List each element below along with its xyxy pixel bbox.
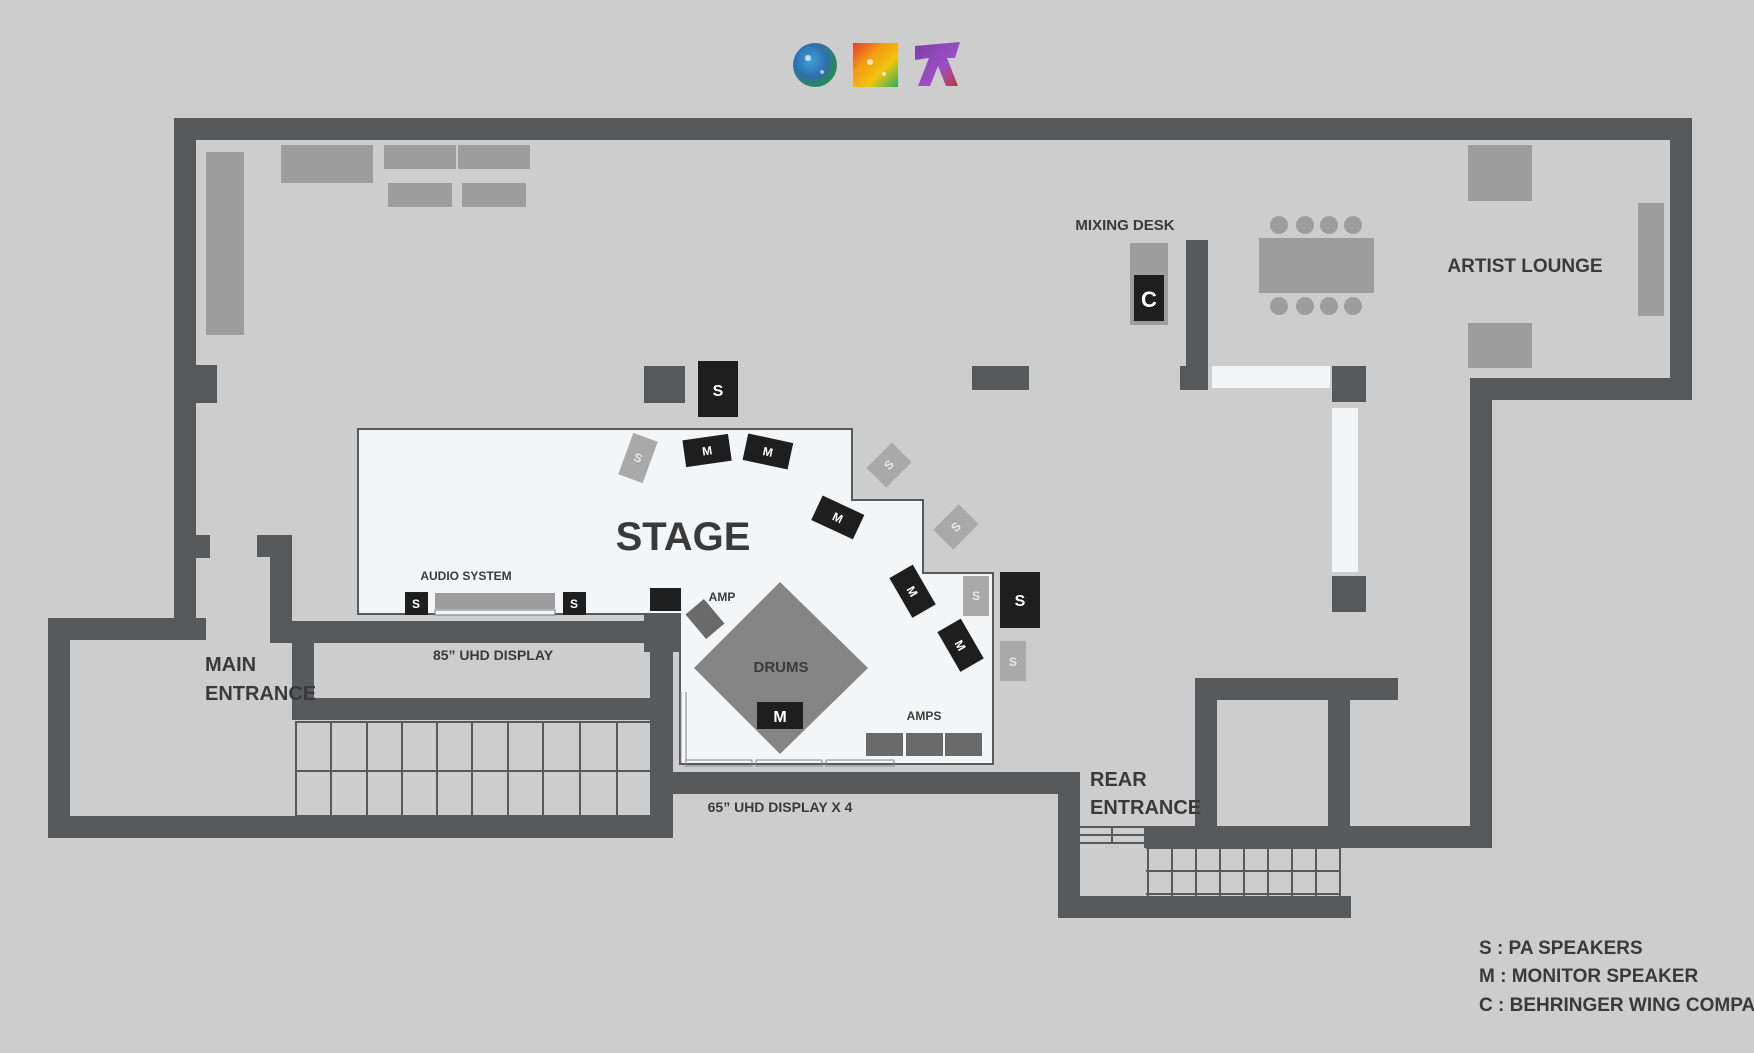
rear-entrance-label-1: REAR xyxy=(1090,769,1147,791)
windows xyxy=(1212,366,1358,572)
legend-monitor: M : MONITOR SPEAKER xyxy=(1479,966,1698,987)
monitor-speakers: M M M M M xyxy=(682,433,984,672)
pa-marker-side-2: S xyxy=(1009,655,1017,669)
stage-label: STAGE xyxy=(616,515,751,559)
walls xyxy=(48,118,1692,918)
pa-marker-top: S xyxy=(713,383,724,400)
globe-logo xyxy=(793,43,837,87)
monitor-marker-drums: M xyxy=(773,709,786,726)
pa-marker-audio-left: S xyxy=(412,597,420,611)
amp: AMP xyxy=(650,588,735,639)
rainbow-square-logo xyxy=(853,43,898,87)
monitor-marker-1: M xyxy=(701,443,713,458)
area-labels: ARTIST LOUNGE MAIN ENTRANCE REAR ENTRANC… xyxy=(205,256,1603,819)
mixing-desk-label: MIXING DESK xyxy=(1075,217,1174,234)
stairs-main xyxy=(295,721,650,817)
stairs-rear xyxy=(1080,826,1341,896)
rear-entrance-label-2: ENTRANCE xyxy=(1090,797,1201,819)
logos xyxy=(793,42,960,87)
audio-system-label: AUDIO SYSTEM xyxy=(420,569,511,583)
audio-system: S S AUDIO SYSTEM xyxy=(405,569,586,616)
legend-console: C : BEHRINGER WING COMPACT xyxy=(1479,995,1754,1016)
amps-label: AMPS xyxy=(907,709,942,723)
legend-pa: S : PA SPEAKERS xyxy=(1479,938,1643,959)
amp-label: AMP xyxy=(709,590,736,604)
amps: AMPS xyxy=(866,709,982,756)
monitor-marker-2: M xyxy=(761,444,774,460)
pa-marker-audio-right: S xyxy=(570,597,578,611)
drums-label: DRUMS xyxy=(754,659,809,676)
pa-marker-right: S xyxy=(1015,593,1026,610)
drums: DRUMS M xyxy=(694,582,868,754)
mixing-desk: C MIXING DESK xyxy=(1075,217,1175,325)
furniture xyxy=(206,145,1664,403)
console-marker: C xyxy=(1141,287,1157,312)
pa-speakers: S S S S S S S xyxy=(618,361,1040,681)
uhd-display-label: 85” UHD DISPLAY xyxy=(433,647,554,663)
pa-marker-side-1: S xyxy=(972,589,980,603)
artist-lounge-label: ARTIST LOUNGE xyxy=(1447,256,1602,277)
uhd-display-x4-label: 65” UHD DISPLAY X 4 xyxy=(708,799,853,815)
main-entrance-label-1: MAIN xyxy=(205,654,256,676)
lounge-chairs xyxy=(1270,216,1362,315)
purple-glyph-logo xyxy=(915,42,960,86)
main-entrance-label-2: ENTRANCE xyxy=(205,683,316,705)
legend: S : PA SPEAKERS M : MONITOR SPEAKER C : … xyxy=(1479,938,1754,1016)
